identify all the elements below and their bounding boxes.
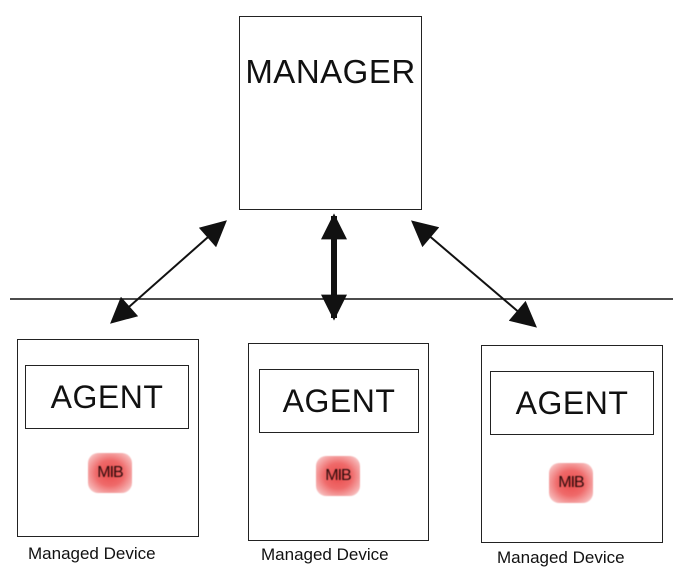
agent-label-1: AGENT	[50, 378, 164, 415]
arrow-manager-agent-1	[110, 220, 227, 324]
managed-device-box-3: AGENT MIB	[481, 345, 663, 543]
device-caption-3: Managed Device	[497, 548, 625, 567]
agent-label-3: AGENT	[515, 384, 629, 421]
mib-icon-2: MIB	[316, 456, 360, 496]
agent-box-2: AGENT	[259, 369, 419, 433]
device-caption-1: Managed Device	[28, 544, 156, 563]
agent-box-3: AGENT	[490, 371, 654, 435]
mib-label-2: MIB	[325, 467, 351, 484]
agent-label-2: AGENT	[282, 382, 396, 419]
mib-label-1: MIB	[97, 464, 123, 481]
agent-box-1: AGENT	[25, 365, 189, 429]
mib-icon-1: MIB	[88, 453, 132, 493]
arrow-manager-agent-3	[411, 220, 537, 328]
mib-label-3: MIB	[558, 474, 584, 491]
managed-device-box-2: AGENT MIB	[248, 343, 429, 541]
manager-box: MANAGER	[239, 16, 422, 210]
mib-icon-3: MIB	[549, 463, 593, 503]
device-caption-2: Managed Device	[261, 545, 389, 564]
manager-label: MANAGER	[245, 53, 416, 90]
managed-device-box-1: AGENT MIB	[17, 339, 199, 537]
